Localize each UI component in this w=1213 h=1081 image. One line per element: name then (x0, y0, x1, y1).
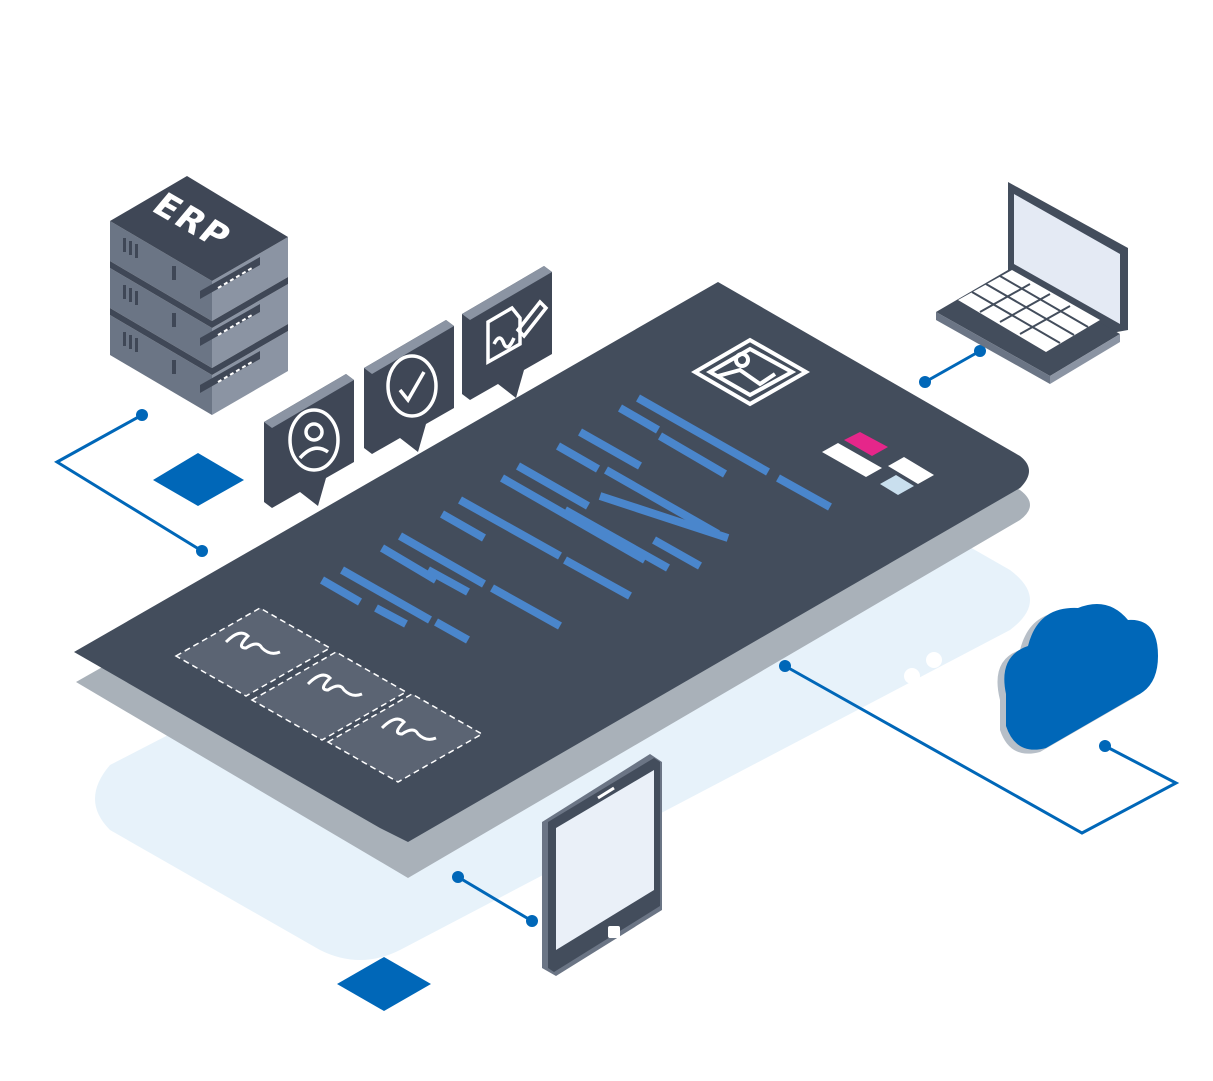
text-lines (319, 394, 832, 644)
accent-block-white-2 (888, 457, 934, 484)
cloud-icon (997, 604, 1158, 754)
diamond-bottom (337, 957, 431, 1011)
accent-block-light (880, 475, 914, 495)
connector-dots (136, 345, 1111, 927)
bubble-check (364, 320, 454, 454)
tablet-icon (542, 754, 662, 976)
bubble-document (462, 266, 552, 400)
signature-icon (224, 631, 281, 655)
accent-block-magenta (844, 432, 888, 456)
document (74, 282, 1029, 842)
signed-document-icon (486, 299, 549, 365)
connectors (54, 349, 1180, 923)
server-icon: ERP (110, 176, 288, 415)
signature-icon (380, 717, 437, 741)
accent-block-white-1 (822, 443, 882, 477)
laptop-icon (936, 182, 1128, 384)
user-icon (288, 408, 340, 472)
bubble-user (264, 374, 354, 508)
signature-box-1 (174, 607, 332, 697)
signature-boxes (174, 607, 484, 783)
laptop-connector (924, 349, 981, 384)
signature-box-2 (250, 651, 408, 741)
check-icon (386, 354, 438, 418)
diamond-left (153, 453, 244, 506)
image-icon (691, 337, 811, 407)
signature-icon (306, 673, 363, 697)
floor-dot (926, 652, 942, 668)
signature-box-3 (326, 693, 484, 783)
erp-connector (54, 413, 203, 553)
cloud-connector (784, 664, 1180, 835)
tablet-connector (457, 875, 533, 923)
floor-dot (904, 668, 920, 684)
